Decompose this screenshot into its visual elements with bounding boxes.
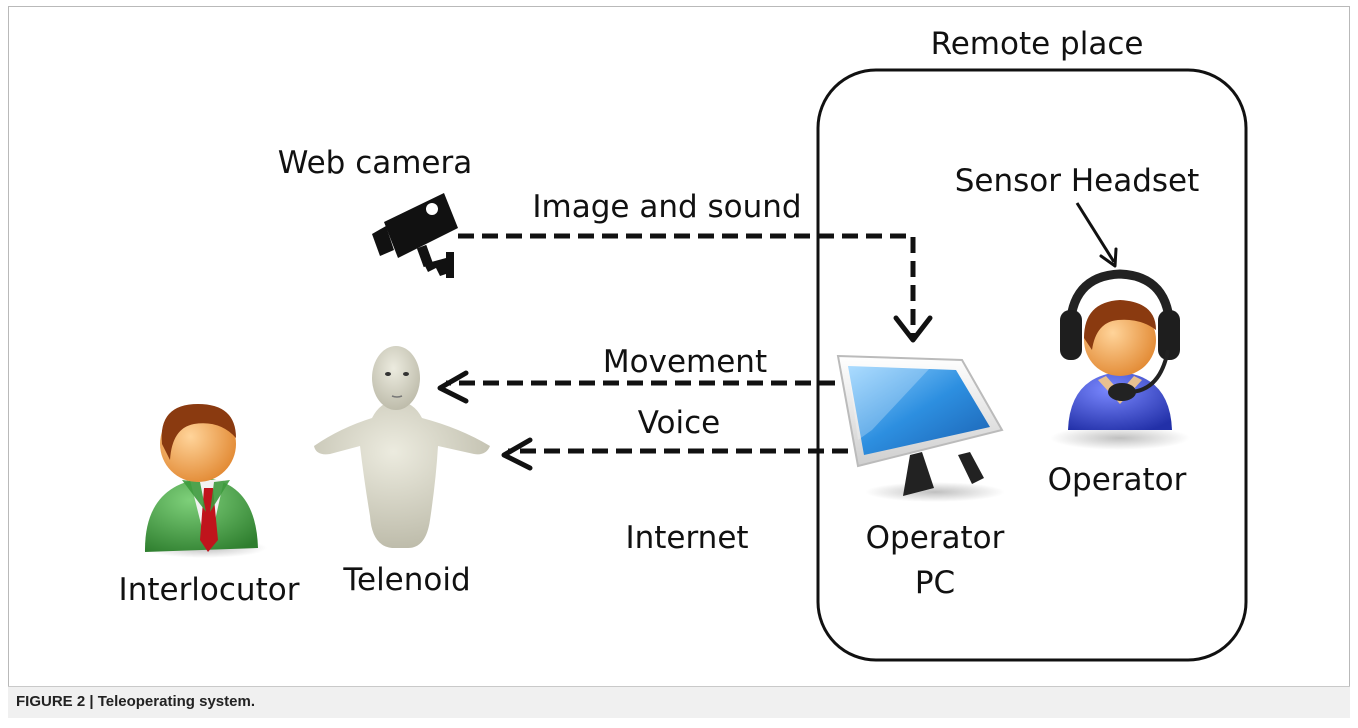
operator-headset-person-icon xyxy=(1050,269,1190,450)
operator-label: Operator xyxy=(1048,462,1187,498)
web-camera-label: Web camera xyxy=(278,145,473,181)
movement-arrow xyxy=(437,370,835,404)
telenoid-robot-icon xyxy=(314,346,490,548)
operator-pc-label-line2: PC xyxy=(915,565,955,601)
operator-pc-label-line1: Operator xyxy=(866,520,1005,556)
sensor-headset-pointer xyxy=(1075,202,1118,268)
remote-place-label: Remote place xyxy=(931,26,1144,62)
web-camera-icon xyxy=(372,193,458,278)
interlocutor-person-icon xyxy=(143,404,267,558)
figure-caption: FIGURE 2 | Teleoperating system. xyxy=(16,693,255,710)
image-and-sound-label: Image and sound xyxy=(532,189,801,225)
movement-label: Movement xyxy=(603,344,767,380)
voice-label: Voice xyxy=(638,405,721,441)
sensor-headset-label: Sensor Headset xyxy=(955,163,1200,199)
remote-place-box xyxy=(816,68,1248,662)
image-and-sound-arrow xyxy=(458,233,933,343)
caption-bar xyxy=(8,686,1350,718)
internet-label: Internet xyxy=(625,520,748,556)
voice-arrow xyxy=(501,437,848,471)
interlocutor-label: Interlocutor xyxy=(119,572,300,608)
telenoid-label: Telenoid xyxy=(342,562,470,598)
computer-monitor-icon xyxy=(836,354,1005,502)
